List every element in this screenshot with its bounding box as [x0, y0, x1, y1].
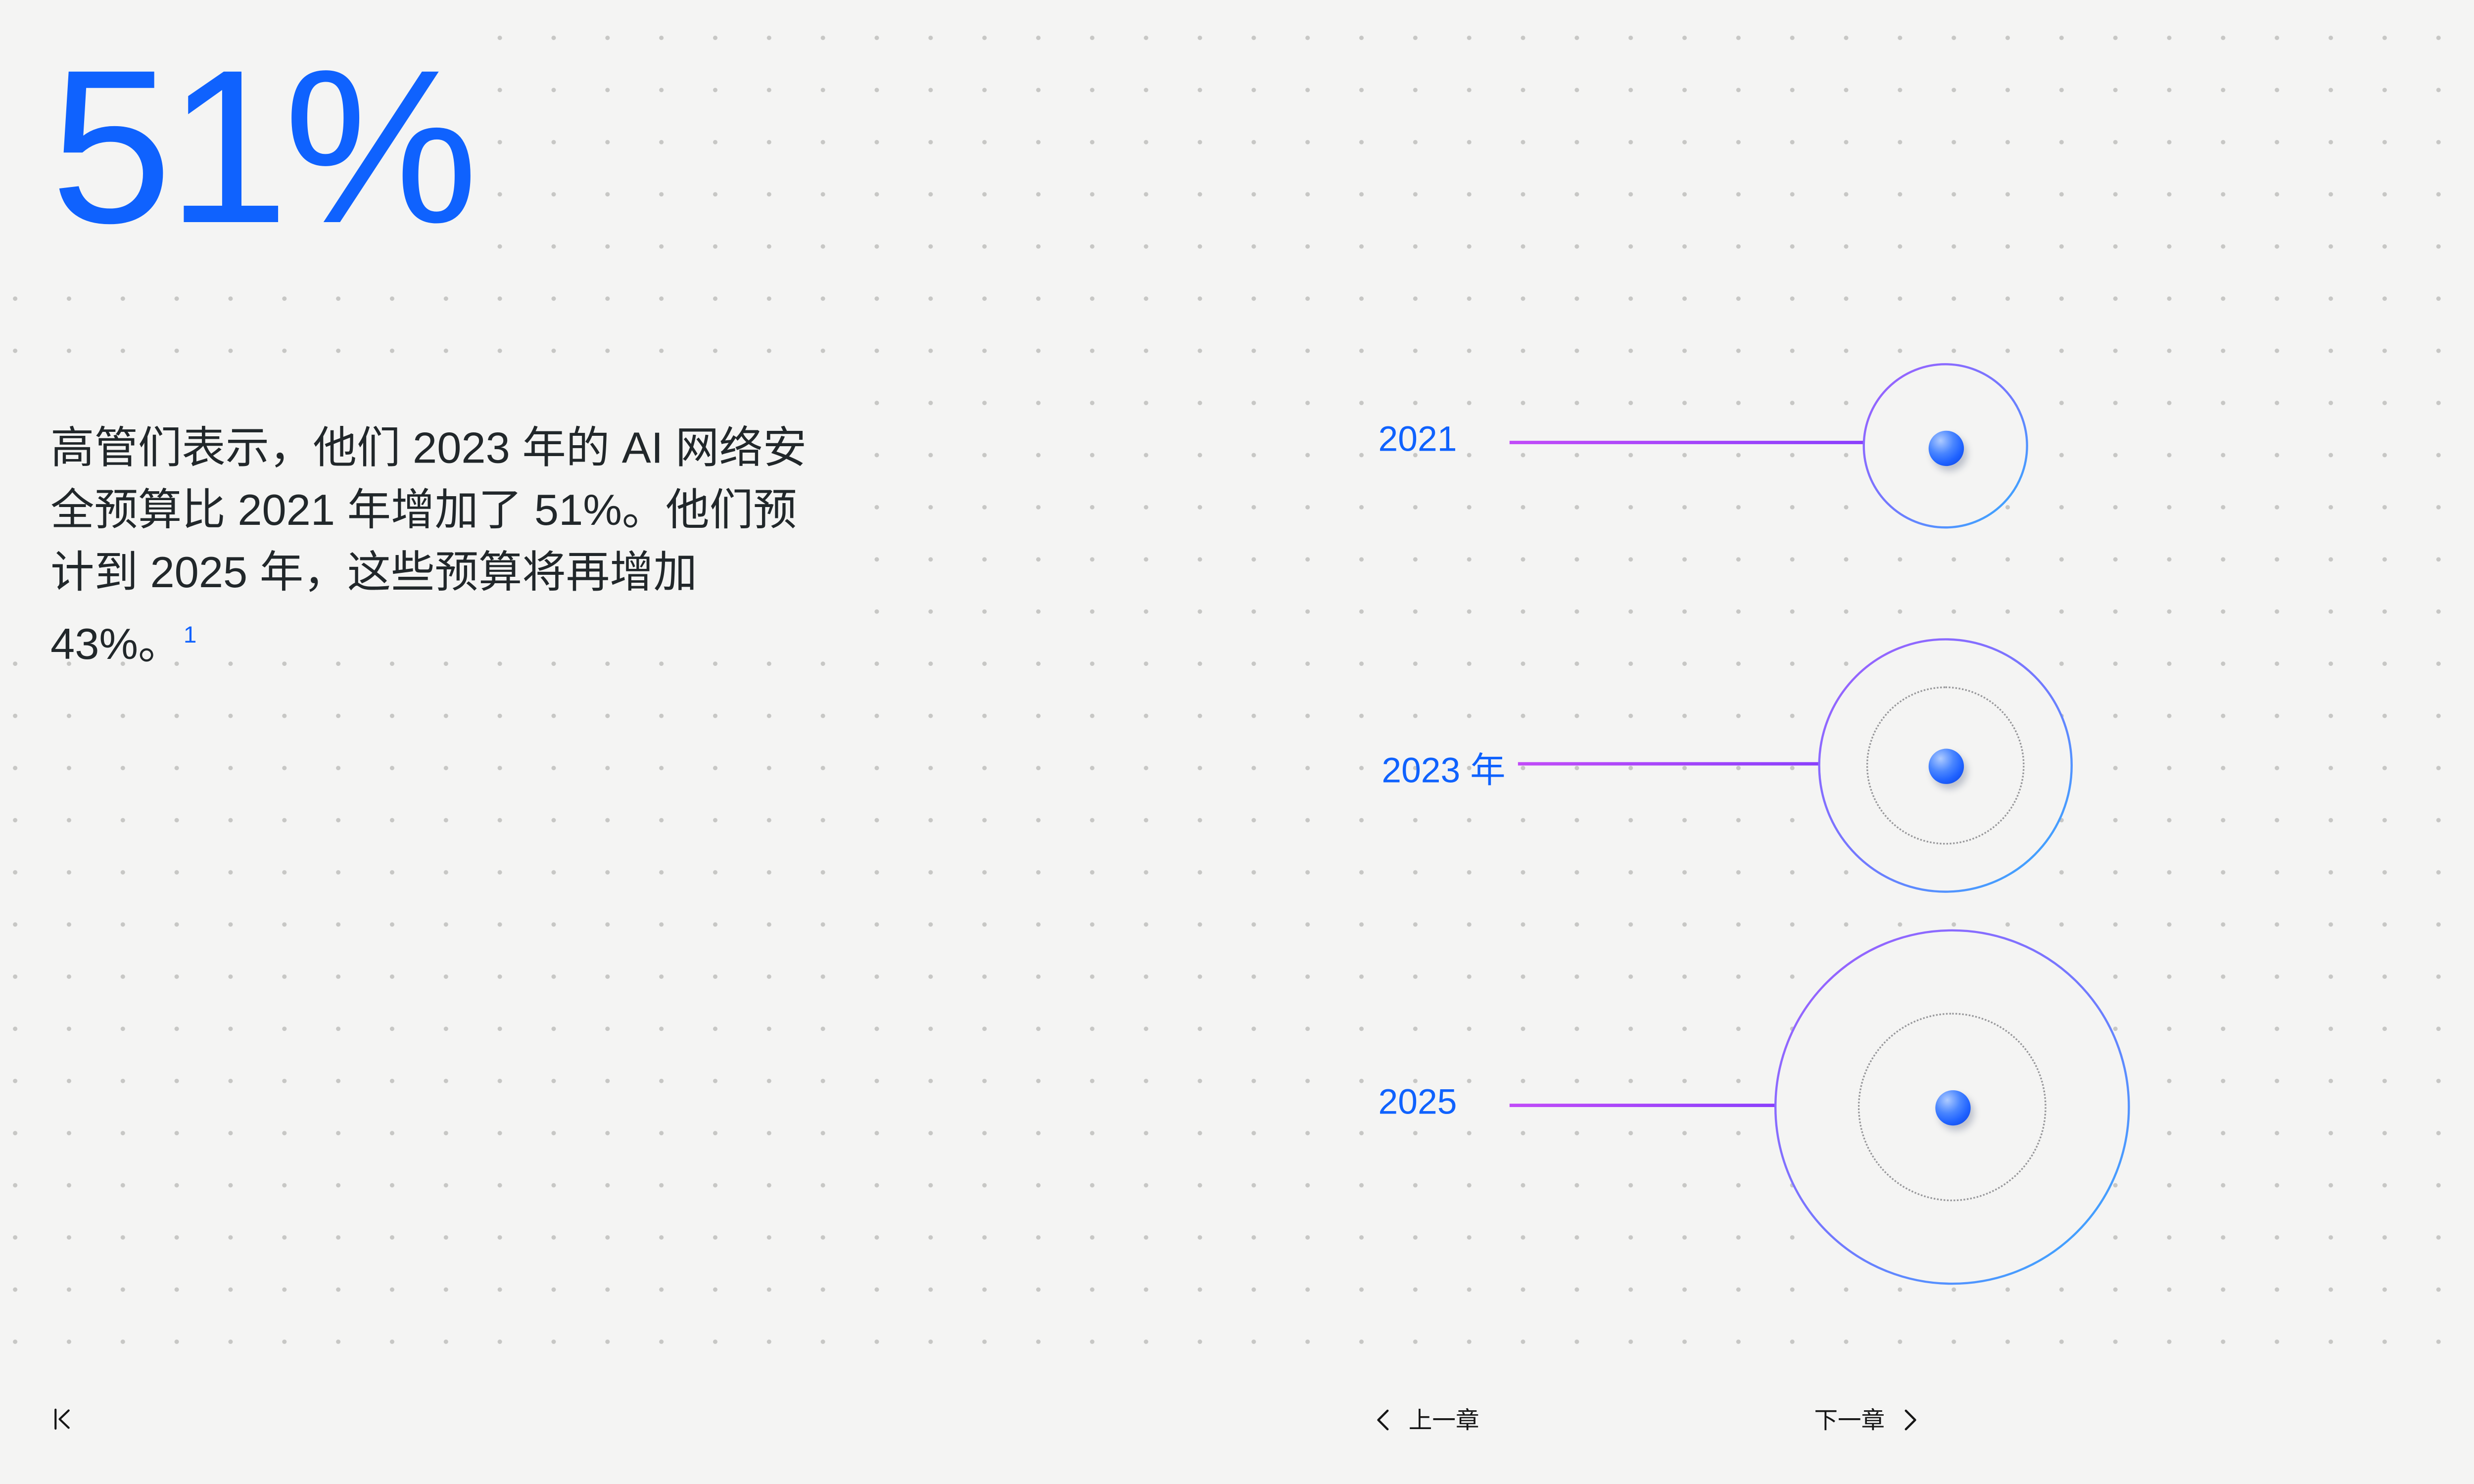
skip-to-start-icon — [54, 1408, 70, 1430]
data-point-sphere — [1928, 430, 1963, 466]
year-label-2025: 2025 — [1378, 1083, 1457, 1122]
year-label-2023: 2023 年 — [1381, 752, 1506, 791]
footnote-marker: 1 — [183, 621, 197, 648]
inner-dotted-ring — [1866, 686, 2025, 845]
body-paragraph: 高管们表示，他们 2023 年的 AI 网络安全预算比 2021 年增加了 51… — [50, 417, 838, 676]
footer-backdrop — [0, 1390, 2474, 1484]
first-page-button[interactable] — [50, 1406, 76, 1432]
prev-chapter-label: 上一章 — [1408, 1406, 1479, 1434]
paragraph-backdrop — [0, 353, 867, 623]
data-point-sphere — [1934, 1090, 1970, 1126]
bubble-2025 — [1774, 928, 2131, 1285]
bubble-2021 — [1861, 362, 2030, 530]
next-chapter-button[interactable]: 下一章 — [1814, 1403, 1918, 1437]
next-chapter-label: 下一章 — [1814, 1406, 1885, 1434]
body-paragraph-text: 高管们表示，他们 2023 年的 AI 网络安全预算比 2021 年增加了 51… — [50, 422, 807, 669]
chevron-right-icon — [1904, 1409, 1916, 1431]
data-point-sphere — [1928, 747, 1963, 784]
bubble-2023 — [1817, 638, 2073, 893]
connector-line-2023 — [1518, 762, 1819, 765]
title-backdrop — [0, 0, 468, 266]
chevron-left-icon — [1377, 1409, 1389, 1431]
connector-line-2021 — [1509, 441, 1863, 444]
stat-headline: 51% — [50, 23, 478, 270]
connector-line-2025 — [1509, 1104, 1776, 1107]
prev-chapter-button[interactable]: 上一章 — [1375, 1403, 1479, 1437]
year-label-2021: 2021 — [1378, 420, 1457, 460]
inner-dotted-ring — [1857, 1013, 2046, 1202]
